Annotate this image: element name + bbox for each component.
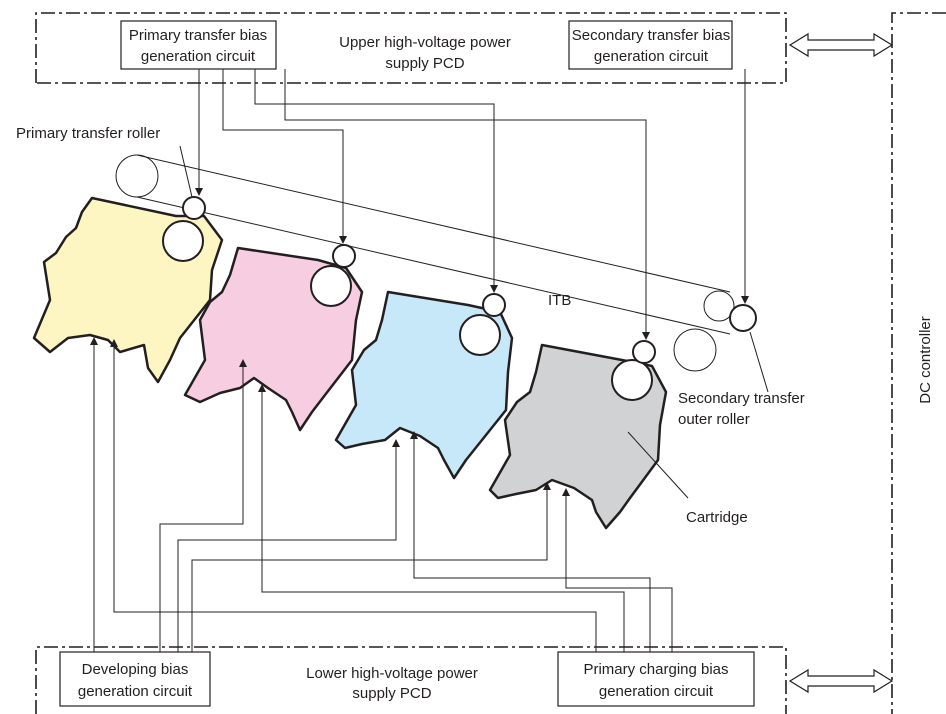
secondary-transfer-bias-label-line-1: Secondary transfer bias bbox=[572, 27, 730, 44]
upper-pcb-dc-controller-double-arrow bbox=[788, 32, 894, 58]
yellow-drum bbox=[162, 220, 204, 262]
developing-bias-label-line-2: generation circuit bbox=[78, 683, 193, 700]
dc-controller-frame bbox=[891, 12, 946, 714]
secondary-transfer-roller-label-line-2: outer roller bbox=[678, 411, 750, 428]
secondary-transfer-bias-box bbox=[568, 20, 733, 70]
secondary-transfer-roller-leader bbox=[749, 331, 769, 393]
primary-transfer-bias-label-line-2: generation circuit bbox=[141, 48, 256, 65]
primary-charging-bias-label-line-2: generation circuit bbox=[599, 683, 714, 700]
secondary-transfer-roller-label-line-1: Secondary transfer bbox=[678, 390, 805, 407]
lower-pcb-frame bbox=[35, 646, 787, 714]
itb-belt bbox=[115, 154, 735, 372]
cartridge-leader bbox=[627, 431, 689, 499]
black-primary-transfer-roller bbox=[632, 340, 656, 364]
primary-charging-bias-label-line-1: Primary charging bias bbox=[583, 661, 728, 678]
black-drum bbox=[611, 359, 653, 401]
upper-pcb-label-line-1: Upper high-voltage power bbox=[339, 34, 511, 51]
primary-transfer-roller-label: Primary transfer roller bbox=[16, 125, 160, 142]
primary-transfer-roller-leader bbox=[179, 145, 193, 198]
magenta-primary-transfer-roller bbox=[332, 244, 356, 268]
primary-transfer-bias-label-line-1: Primary transfer bias bbox=[129, 27, 267, 44]
lower-pcb-label-line-2: supply PCD bbox=[352, 685, 431, 702]
secondary-transfer-bias-label-line-2: generation circuit bbox=[594, 48, 709, 65]
developing-bias-box bbox=[59, 651, 211, 707]
cyan-drum bbox=[459, 314, 501, 356]
developing-bias-label-line-1: Developing bias bbox=[82, 661, 189, 678]
secondary-transfer-outer-roller bbox=[729, 304, 757, 332]
cyan-primary-transfer-roller bbox=[482, 293, 506, 317]
cartridge-label: Cartridge bbox=[686, 509, 748, 526]
lower-pcb-label-line-1: Lower high-voltage power bbox=[306, 665, 478, 682]
upper-pcb-frame bbox=[35, 12, 787, 84]
upper-pcb-label-line-2: supply PCD bbox=[385, 55, 464, 72]
dc-controller-label: DC controller bbox=[917, 316, 934, 404]
yellow-primary-transfer-roller bbox=[182, 196, 206, 220]
itb-label: ITB bbox=[548, 292, 571, 309]
magenta-drum bbox=[310, 265, 352, 307]
upper-bias-wires bbox=[195, 69, 749, 340]
lower-pcb-dc-controller-double-arrow bbox=[788, 668, 894, 694]
primary-charging-bias-box bbox=[557, 651, 755, 707]
lower-bias-wires bbox=[90, 337, 673, 652]
